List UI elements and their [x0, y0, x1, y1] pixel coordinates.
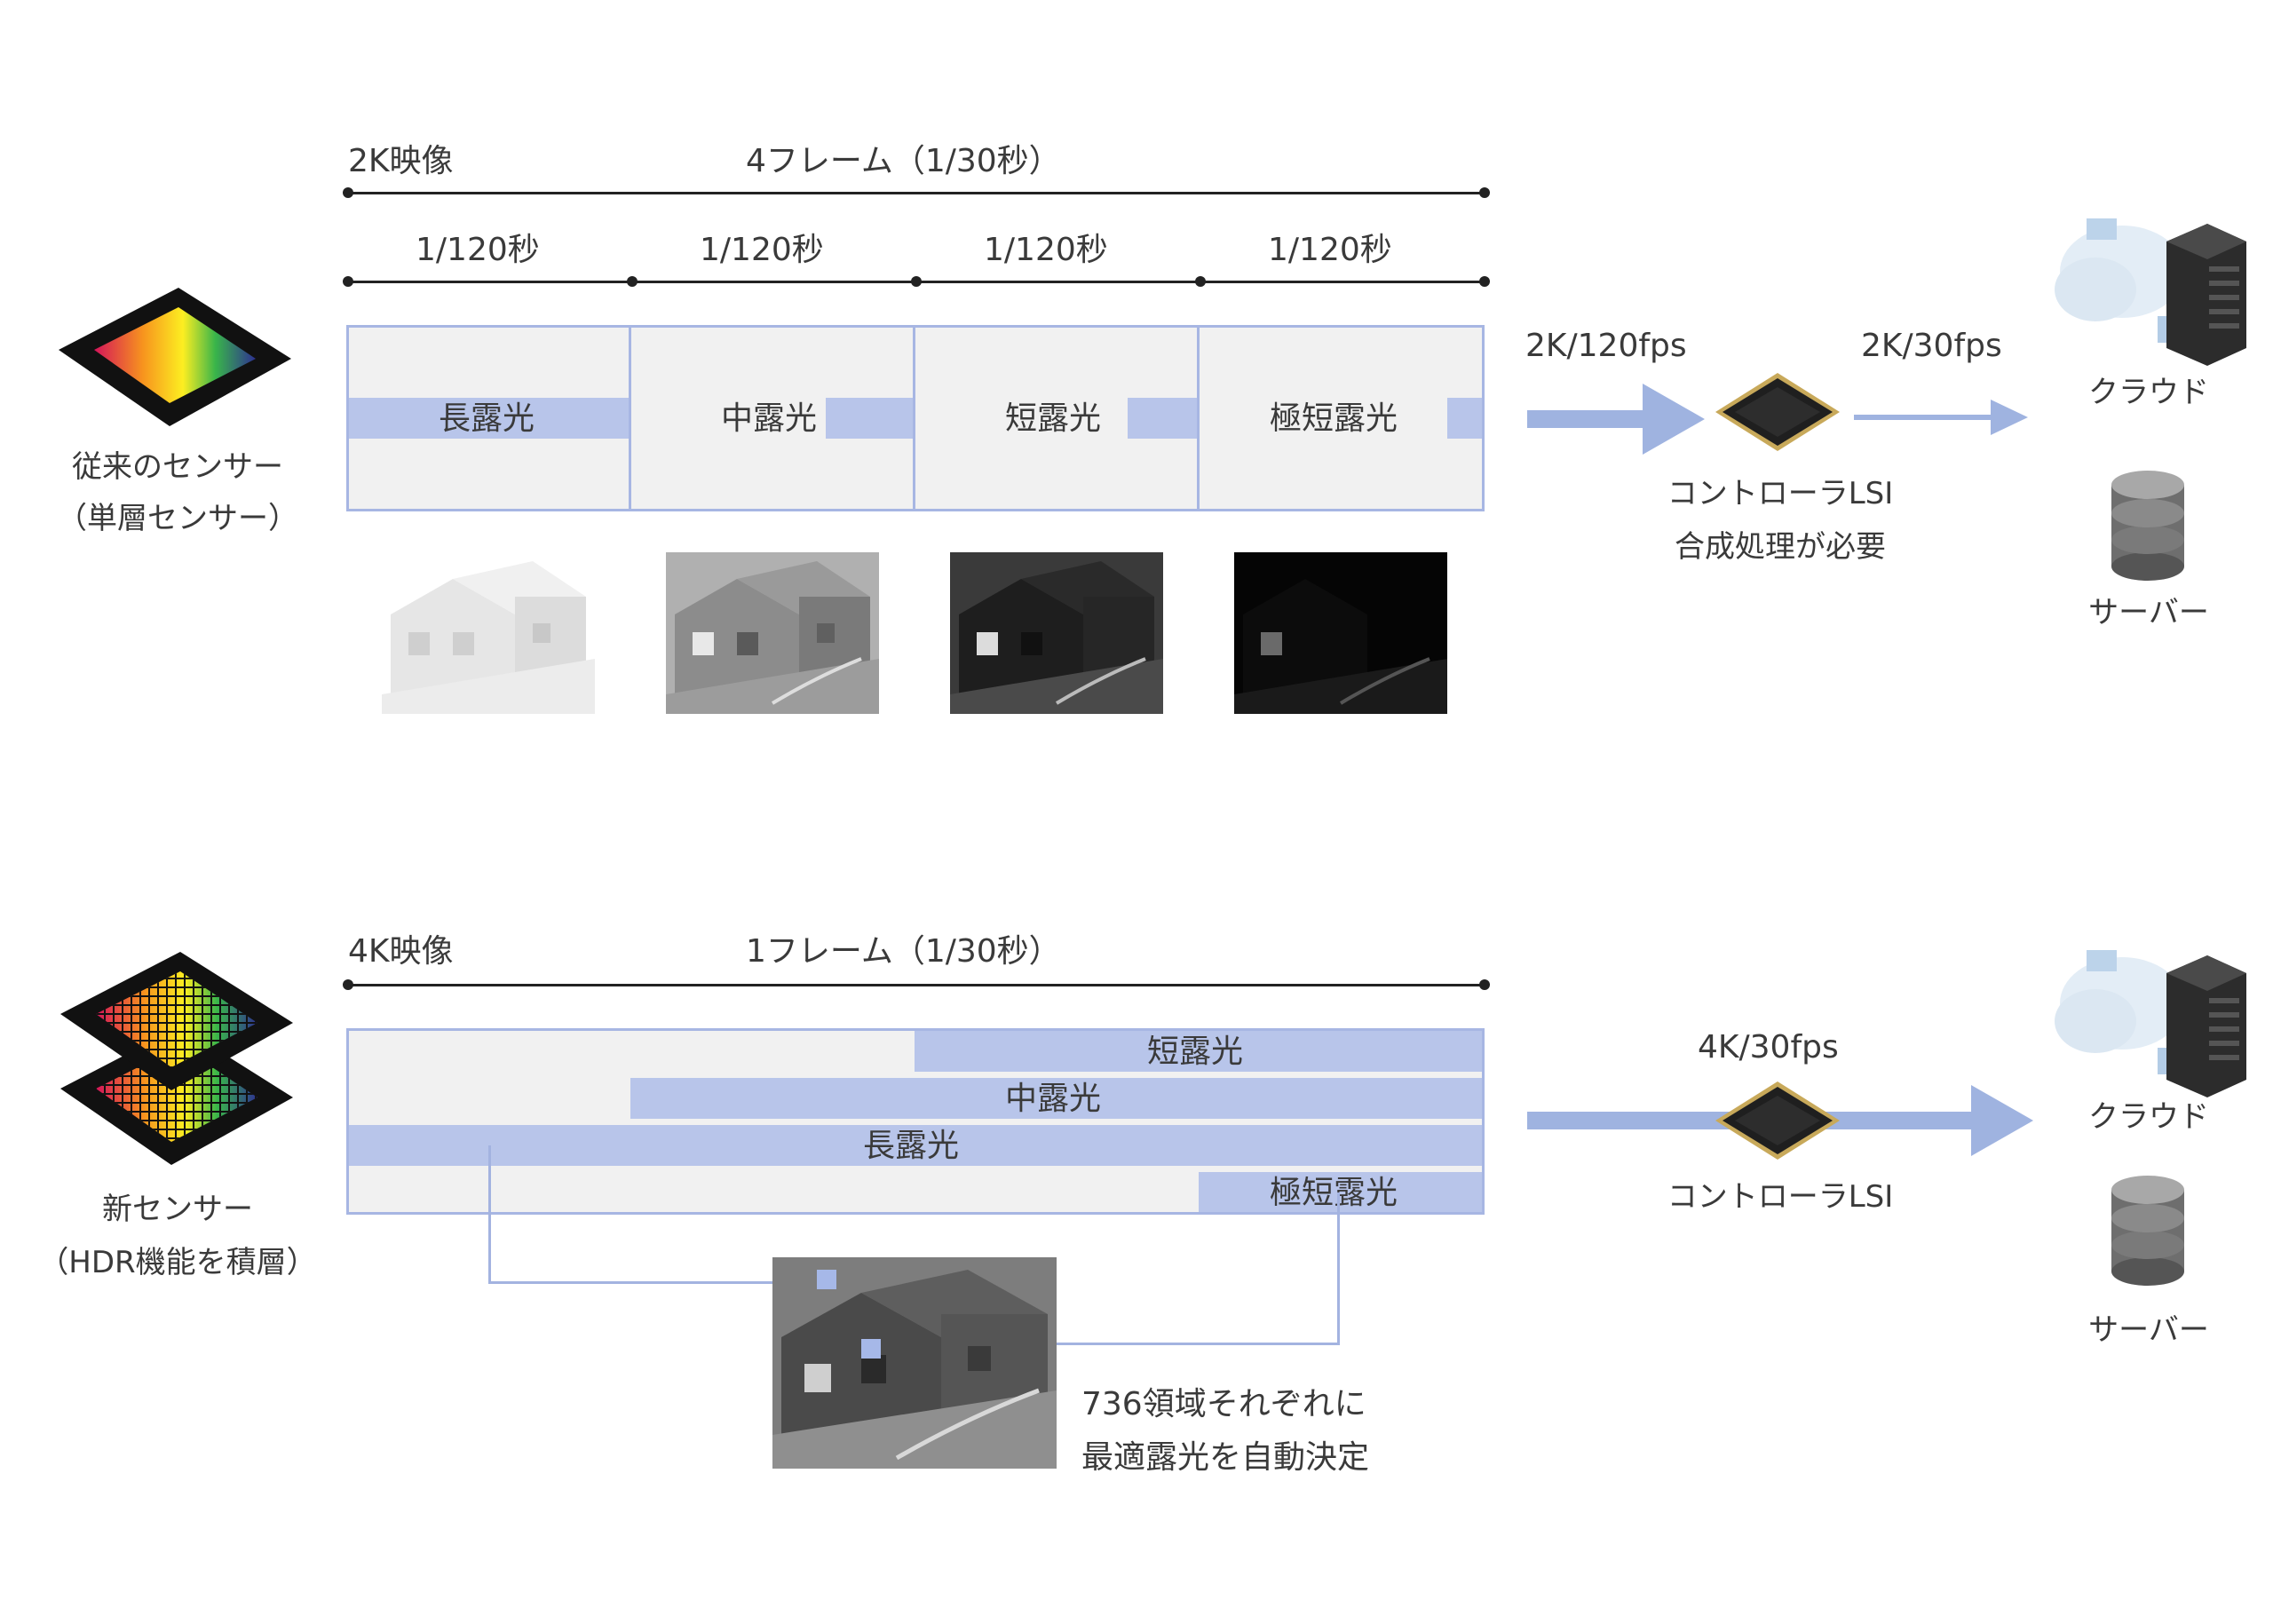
long-exposure-band — [349, 1125, 1482, 1166]
top-cloud-icon — [2055, 218, 2246, 366]
top-rate-out: 2K/30fps — [1861, 328, 2002, 364]
bottom-server-label: サーバー — [2088, 1312, 2209, 1348]
region-note-2: 最適露光を自動決定 — [1081, 1439, 1370, 1476]
timeline-dot — [343, 979, 353, 990]
top-sensor-label-2: （単層センサー） — [57, 501, 298, 536]
bottom-arrow-head — [1971, 1085, 2033, 1156]
exposure-label-short: 短露光 — [1147, 1034, 1244, 1070]
thumb-ultra-short-exposure — [1234, 552, 1447, 714]
long-exposure-band — [349, 398, 629, 439]
panel-divider — [629, 325, 631, 511]
timeline-dot — [627, 276, 638, 287]
top-arrow-in-shaft — [1527, 410, 1643, 428]
top-server-icon — [2111, 471, 2184, 581]
sub-label-3: 1/120秒 — [984, 232, 1108, 268]
bottom-frame-timeline — [348, 984, 1485, 986]
top-arrow-in-head — [1643, 384, 1705, 455]
thumb-short-exposure — [950, 552, 1163, 714]
exposure-label-ultra-short: 極短露光 — [1270, 1175, 1398, 1211]
exposure-label-short: 短露光 — [1005, 400, 1102, 437]
bottom-lsi-chip-icon — [1715, 1081, 1840, 1160]
connector-line — [488, 1145, 491, 1284]
top-server-label: サーバー — [2088, 595, 2209, 630]
timeline-dot — [911, 276, 922, 287]
mid-exposure-band — [630, 1078, 1482, 1119]
connector-line — [1337, 1192, 1340, 1345]
top-sensor-label-1: 従来のセンサー — [72, 449, 283, 485]
thumb-long-exposure — [382, 552, 595, 714]
bottom-cloud-icon — [2055, 950, 2246, 1097]
exposure-label-mid: 中露光 — [1005, 1081, 1102, 1117]
mid-exposure-band — [826, 398, 913, 439]
bottom-sensor-label-1: 新センサー — [102, 1192, 253, 1227]
panel-divider — [1197, 325, 1200, 511]
bottom-cloud-label: クラウド — [2088, 1099, 2209, 1135]
single-layer-sensor-icon — [59, 288, 291, 426]
ultra-short-exposure-band — [1447, 398, 1482, 439]
exposure-label-ultra-short: 極短露光 — [1270, 400, 1398, 437]
bottom-lsi-label: コントローラLSI — [1667, 1179, 1894, 1215]
panel-divider — [913, 325, 915, 511]
timeline-dot — [1479, 187, 1490, 198]
top-lsi-note: 合成処理が必要 — [1675, 529, 1886, 565]
exposure-label-long: 長露光 — [439, 400, 535, 437]
hdr-scene-thumbnail — [772, 1257, 1057, 1469]
sub-label-4: 1/120秒 — [1268, 232, 1392, 268]
top-frame-timeline — [348, 192, 1485, 194]
connector-line — [868, 1343, 1340, 1345]
connector-line — [488, 1281, 831, 1284]
ultra-short-exposure-band — [1199, 1172, 1482, 1212]
bottom-frames-label: 1フレーム（1/30秒） — [746, 933, 1061, 970]
stacked-hdr-sensor-icon — [60, 952, 293, 1165]
bottom-rate: 4K/30fps — [1698, 1029, 1839, 1066]
timeline-dot — [1479, 276, 1490, 287]
top-lsi-chip-icon — [1715, 373, 1840, 451]
timeline-dot — [343, 187, 353, 198]
bottom-server-icon — [2111, 1176, 2184, 1286]
region-note-1: 736領域それぞれに — [1081, 1386, 1366, 1422]
short-exposure-band — [915, 1031, 1482, 1072]
bottom-video-label: 4K映像 — [348, 933, 454, 970]
exposure-label-long: 長露光 — [863, 1128, 960, 1164]
top-arrow-out-head — [1991, 400, 2028, 435]
bottom-sensor-label-2: （HDR機能を積層） — [38, 1245, 317, 1280]
top-video-label: 2K映像 — [348, 143, 454, 179]
exposure-label-mid: 中露光 — [721, 400, 818, 437]
top-arrow-out-shaft — [1854, 415, 1991, 420]
sub-label-2: 1/120秒 — [700, 232, 824, 268]
top-cloud-label: クラウド — [2088, 375, 2209, 410]
sub-label-1: 1/120秒 — [416, 232, 540, 268]
top-lsi-label: コントローラLSI — [1667, 476, 1894, 511]
timeline-dot — [343, 276, 353, 287]
top-frames-label: 4フレーム（1/30秒） — [746, 143, 1061, 179]
top-rate-in: 2K/120fps — [1525, 328, 1687, 364]
short-exposure-band — [1128, 398, 1197, 439]
timeline-dot — [1479, 979, 1490, 990]
thumb-mid-exposure — [666, 552, 879, 714]
timeline-dot — [1195, 276, 1206, 287]
